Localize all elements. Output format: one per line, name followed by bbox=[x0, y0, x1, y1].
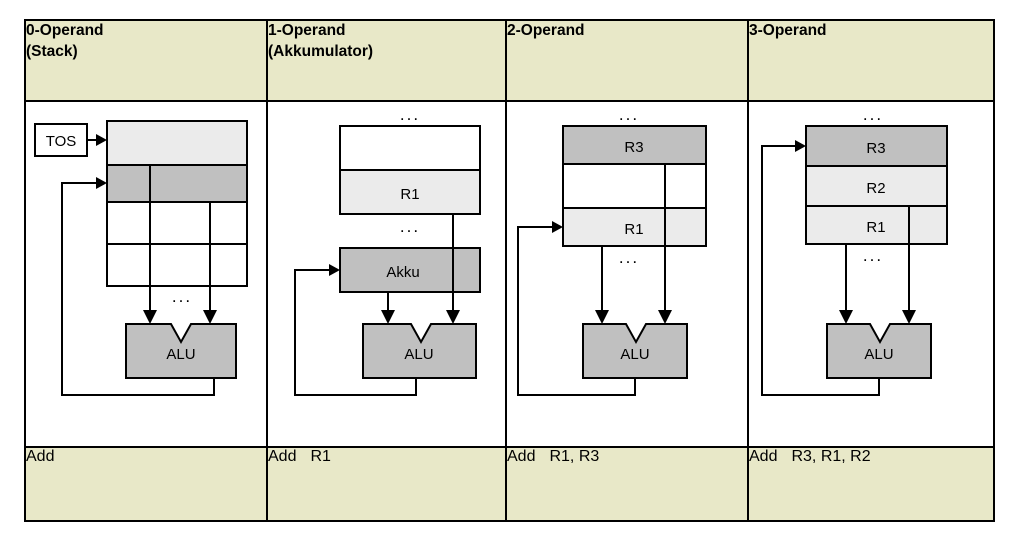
operand-arrow-right bbox=[902, 310, 916, 324]
alu-group: ALU bbox=[826, 323, 932, 379]
operand-arrow-left bbox=[143, 310, 157, 324]
writeback-polyline bbox=[61, 182, 215, 396]
instruction-cell-2-operand: Add R1, R3 bbox=[505, 446, 749, 522]
header-cell-3-operand: 3-Operand bbox=[747, 19, 995, 102]
header-cell-2-operand: 2-Operand bbox=[505, 19, 749, 102]
instruction-operands: R1, R3 bbox=[549, 448, 600, 465]
operand-arrow-left bbox=[381, 310, 395, 324]
table-diagram-row: TOS ... bbox=[24, 100, 995, 448]
stack-cell-third bbox=[106, 201, 248, 245]
register-ellipsis-top: ... bbox=[619, 105, 639, 124]
operand-arrow-right bbox=[658, 310, 672, 324]
instruction-cell-0-operand: Add bbox=[24, 446, 268, 522]
header-cell-0-operand: 0-Operand (Stack) bbox=[24, 19, 268, 102]
register-ellipsis-bottom: ... bbox=[400, 217, 420, 236]
stack-cell-second bbox=[106, 164, 248, 203]
writeback-polyline bbox=[761, 145, 880, 396]
three-operand-machine-diagram: ... R3 R2 R1 ... ALU bbox=[761, 105, 948, 396]
register-ellipsis-top: ... bbox=[400, 105, 420, 124]
header-title-line1: 0-Operand bbox=[26, 22, 104, 39]
table-instruction-row: Add Add R1 Add R1, R3 Add R3, R1, R2 bbox=[24, 446, 995, 522]
operand-arrow-left bbox=[839, 310, 853, 324]
alu-label: ALU bbox=[404, 346, 433, 363]
alu-shape bbox=[362, 323, 477, 379]
tos-label: TOS bbox=[46, 133, 77, 150]
operand-arrow-left bbox=[595, 310, 609, 324]
operand-arrow-right bbox=[446, 310, 460, 324]
diagram-cell-3-operand: ... R3 R2 R1 ... ALU bbox=[747, 100, 995, 448]
register-cell-empty bbox=[562, 163, 707, 209]
alu-shape bbox=[826, 323, 932, 379]
header-title-line2: (Akkumulator) bbox=[268, 42, 374, 60]
accumulator-machine-diagram: ... R1 ... Akku bbox=[294, 105, 481, 396]
writeback-path bbox=[61, 177, 215, 396]
header-title-line1: 3-Operand bbox=[749, 22, 827, 39]
stack-cell-fourth bbox=[106, 243, 248, 287]
stack-ellipsis: ... bbox=[172, 287, 192, 306]
alu-group: ALU bbox=[125, 323, 237, 379]
writeback-arrow-head bbox=[329, 264, 340, 276]
instruction-cell-3-operand: Add R3, R1, R2 bbox=[747, 446, 995, 522]
register-cell-r1 bbox=[339, 169, 481, 215]
alu-label: ALU bbox=[864, 346, 893, 363]
register-label-r3: R3 bbox=[624, 139, 643, 156]
register-label-r1: R1 bbox=[866, 219, 885, 236]
register-ellipsis-bottom: ... bbox=[619, 248, 639, 267]
alu-shape bbox=[125, 323, 237, 379]
two-operand-machine-diagram: ... R3 R1 ... bbox=[517, 105, 707, 396]
instruction-mnemonic: Add bbox=[507, 448, 536, 465]
operand-comparison-table: 0-Operand (Stack) 1-Operand (Akkumulator… bbox=[24, 19, 995, 522]
register-cell-r1 bbox=[562, 207, 707, 247]
writeback-polyline bbox=[517, 226, 636, 396]
diagram-cell-1-operand: ... R1 ... Akku bbox=[266, 100, 507, 448]
operand-arrow-right bbox=[203, 310, 217, 324]
register-label-r3: R3 bbox=[866, 140, 885, 157]
alu-group: ALU bbox=[582, 323, 688, 379]
instruction-mnemonic: Add bbox=[26, 448, 55, 465]
register-label-r1: R1 bbox=[624, 221, 643, 238]
instruction-cell-1-operand: Add R1 bbox=[266, 446, 507, 522]
writeback-arrow-head bbox=[795, 140, 806, 152]
writeback-polyline bbox=[294, 269, 417, 396]
alu-shape bbox=[582, 323, 688, 379]
accumulator-label: Akku bbox=[386, 264, 419, 281]
register-ellipsis-top: ... bbox=[863, 105, 883, 124]
register-cell-empty bbox=[339, 125, 481, 171]
header-title-line2: (Stack) bbox=[26, 42, 78, 60]
instruction-mnemonic: Add bbox=[268, 448, 297, 465]
register-label-r2: R2 bbox=[866, 180, 885, 197]
tos-pointer-group: TOS bbox=[34, 123, 107, 157]
register-cell-r1 bbox=[805, 205, 948, 245]
writeback-arrow-head bbox=[96, 177, 107, 189]
header-cell-1-operand: 1-Operand (Akkumulator) bbox=[266, 19, 507, 102]
register-ellipsis-bottom: ... bbox=[863, 246, 883, 265]
header-title-line1: 2-Operand bbox=[507, 22, 585, 39]
register-cell-r3 bbox=[562, 125, 707, 165]
diagram-cell-2-operand: ... R3 R1 ... bbox=[505, 100, 749, 448]
instruction-mnemonic: Add bbox=[749, 448, 778, 465]
register-label-r1: R1 bbox=[400, 186, 419, 203]
writeback-arrow-head bbox=[552, 221, 563, 233]
tos-arrow-head bbox=[96, 134, 107, 146]
table-header-row: 0-Operand (Stack) 1-Operand (Akkumulator… bbox=[24, 19, 995, 102]
diagram-cell-0-operand: TOS ... bbox=[24, 100, 268, 448]
header-title-line1: 1-Operand bbox=[268, 22, 346, 39]
instruction-operands: R1 bbox=[310, 448, 331, 465]
stack-cell-top bbox=[106, 120, 248, 166]
instruction-operands: R3, R1, R2 bbox=[791, 448, 871, 465]
alu-label: ALU bbox=[166, 346, 195, 363]
operand-feed-lines bbox=[149, 165, 211, 314]
alu-group: ALU bbox=[362, 323, 477, 379]
stack-machine-diagram: TOS ... bbox=[34, 120, 248, 396]
alu-label: ALU bbox=[620, 346, 649, 363]
